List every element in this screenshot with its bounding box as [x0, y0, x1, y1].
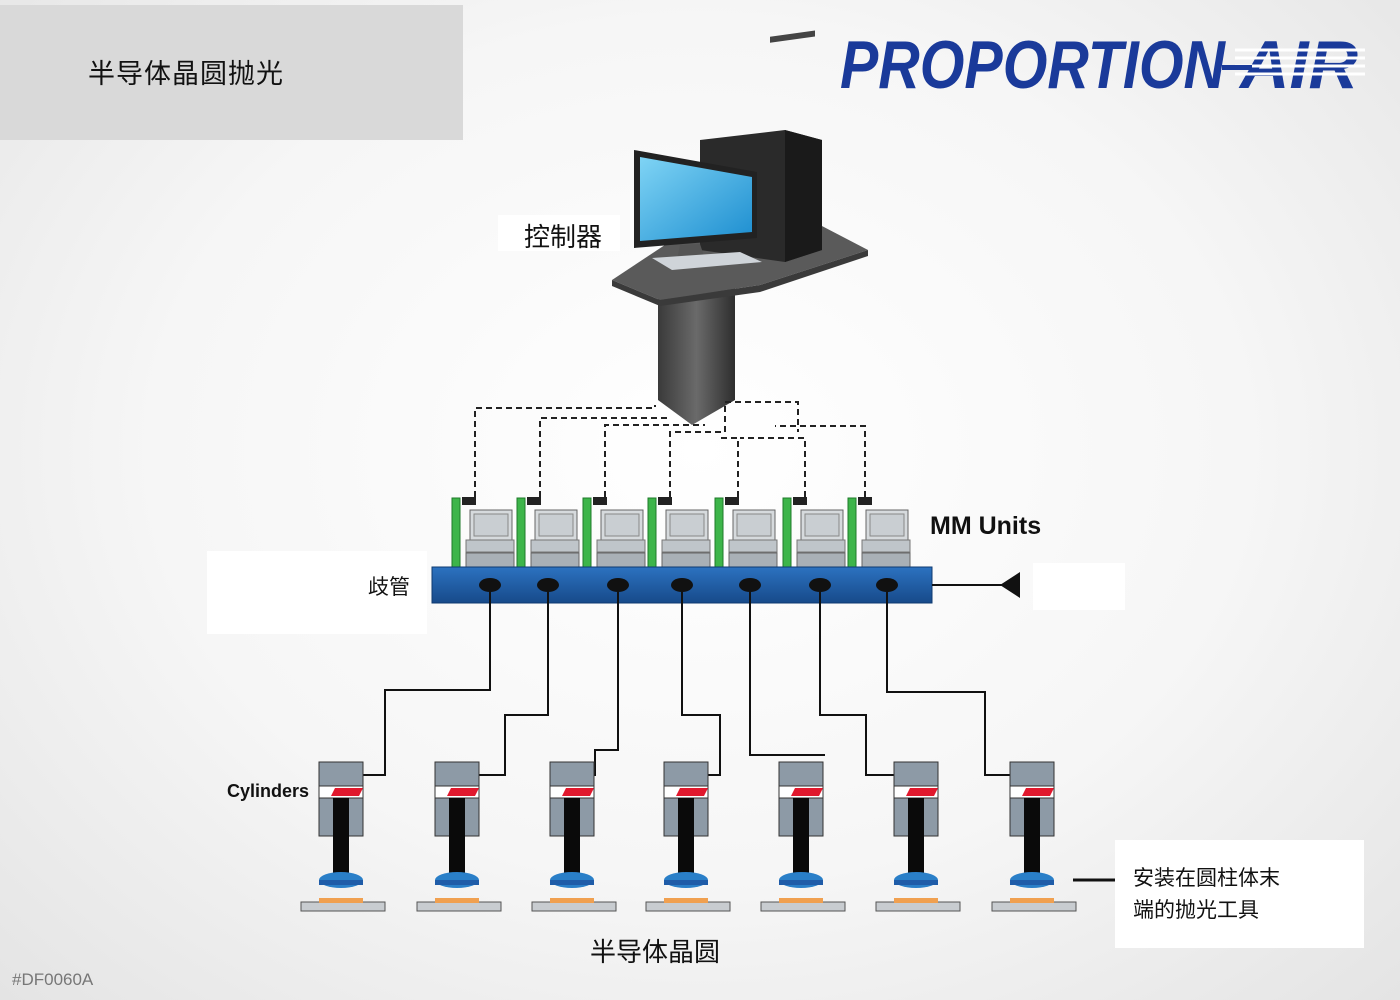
inlet-label-box — [1033, 563, 1125, 610]
cylinders-group — [300, 761, 1077, 912]
diagram-code: #DF0060A — [12, 970, 94, 989]
logo-word-proportion: PROPORTION — [840, 28, 1227, 98]
mm-unit — [714, 497, 778, 569]
mm-unit — [516, 497, 580, 569]
manifold-label: 歧管 — [368, 575, 410, 599]
wafer-label: 半导体晶圆 — [590, 938, 721, 968]
controller-label: 控制器 — [524, 223, 603, 253]
cylinder — [645, 761, 731, 912]
mm-unit — [451, 497, 515, 569]
air-inlet-arrow — [932, 572, 1020, 598]
page-title: 半导体晶圆抛光 — [88, 59, 284, 90]
cylinder — [416, 761, 502, 912]
mm-unit — [847, 497, 911, 569]
signal-lines — [474, 401, 866, 497]
keyboard — [652, 252, 762, 270]
cylinders-label: Cylinders — [227, 781, 310, 801]
workstation-pillar — [658, 275, 735, 425]
controller-computer — [612, 30, 868, 425]
cylinder — [531, 761, 617, 912]
manifold-label-box — [207, 551, 427, 634]
cylinder — [760, 761, 846, 912]
polishing-tool-label: 安装在圆柱体末 端的抛光工具 — [1133, 862, 1280, 926]
mm-unit — [582, 497, 646, 569]
cylinder — [991, 761, 1077, 912]
pneumatic-lines — [362, 592, 1010, 776]
cylinder — [875, 761, 961, 912]
controller-label-box — [498, 215, 620, 251]
tool-label-box — [1115, 840, 1364, 948]
title-box — [0, 5, 463, 140]
polishing-tool-label-line2: 端的抛光工具 — [1133, 898, 1259, 922]
proportion-air-logo: PROPORTION AIR — [840, 27, 1365, 103]
polishing-tool-label-line1: 安装在圆柱体末 — [1133, 866, 1280, 890]
cylinder — [300, 761, 386, 912]
mm-unit — [782, 497, 846, 569]
mm-units-group — [451, 497, 911, 569]
mm-units-label: MM Units — [930, 512, 1042, 540]
mm-unit — [647, 497, 711, 569]
monitor-screen — [640, 157, 752, 241]
